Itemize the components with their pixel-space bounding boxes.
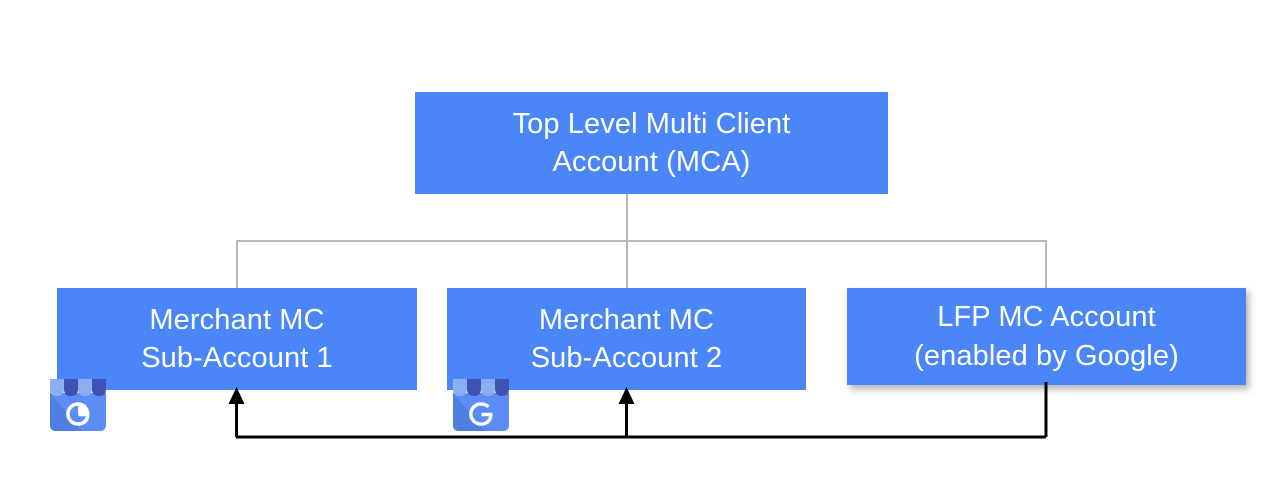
- arrowhead-merchant-1: [228, 387, 245, 404]
- connector-feedback-arrows: [228, 382, 1048, 439]
- connector-top-stem: [626, 194, 628, 242]
- node-lfp-mc-account-label: LFP MC Account (enabled by Google): [914, 301, 1179, 372]
- node-merchant-sub-account-1-label: Merchant MC Sub-Account 1: [141, 303, 333, 374]
- node-merchant-sub-account-2-label: Merchant MC Sub-Account 2: [530, 303, 723, 374]
- connector-drop-merchant-2: [626, 240, 628, 289]
- node-merchant-sub-account-2[interactable]: Merchant MC Sub-Account 2: [447, 288, 806, 390]
- google-my-business-icon: [50, 379, 106, 431]
- google-my-business-icon: [453, 379, 509, 431]
- connector-horizontal-bus: [236, 240, 1047, 242]
- node-top-level-mca[interactable]: Top Level Multi Client Account (MCA): [415, 92, 888, 194]
- node-top-level-mca-label: Top Level Multi Client Account (MCA): [512, 107, 791, 178]
- connector-drop-lfp: [1045, 240, 1047, 289]
- node-merchant-sub-account-1[interactable]: Merchant MC Sub-Account 1: [57, 288, 417, 390]
- connector-drop-merchant-1: [236, 240, 238, 289]
- node-lfp-mc-account[interactable]: LFP MC Account (enabled by Google): [847, 288, 1246, 385]
- arrowhead-merchant-2: [618, 387, 635, 404]
